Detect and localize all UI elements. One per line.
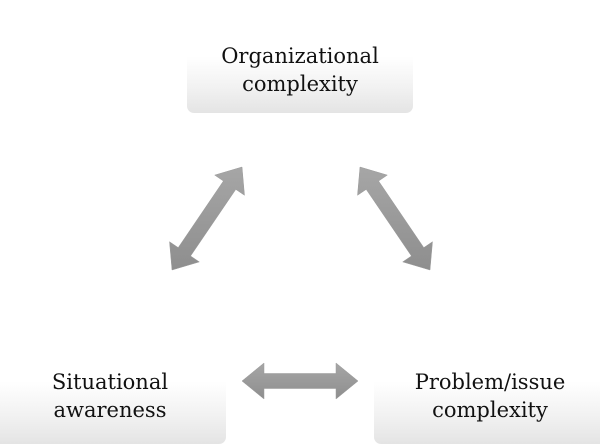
node-label-situational-awareness: Situational awareness	[51, 370, 169, 422]
arrow-shape	[241, 362, 359, 400]
arrow-shape	[169, 166, 245, 271]
node-label-organizational-complexity: Organizational complexity	[221, 43, 379, 96]
node-situational-awareness: Situational awareness	[0, 348, 226, 444]
bidirectional-arrow-icon	[357, 166, 433, 271]
node-label-problem-issue-complexity: Problem/issue complexity	[414, 370, 566, 422]
bidirectional-arrow-icon	[241, 362, 359, 400]
arrow-shape	[357, 166, 433, 271]
node-organizational-complexity: Organizational complexity	[187, 26, 413, 113]
node-problem-issue-complexity: Problem/issue complexity	[374, 348, 600, 444]
bidirectional-arrow-icon	[169, 166, 245, 271]
